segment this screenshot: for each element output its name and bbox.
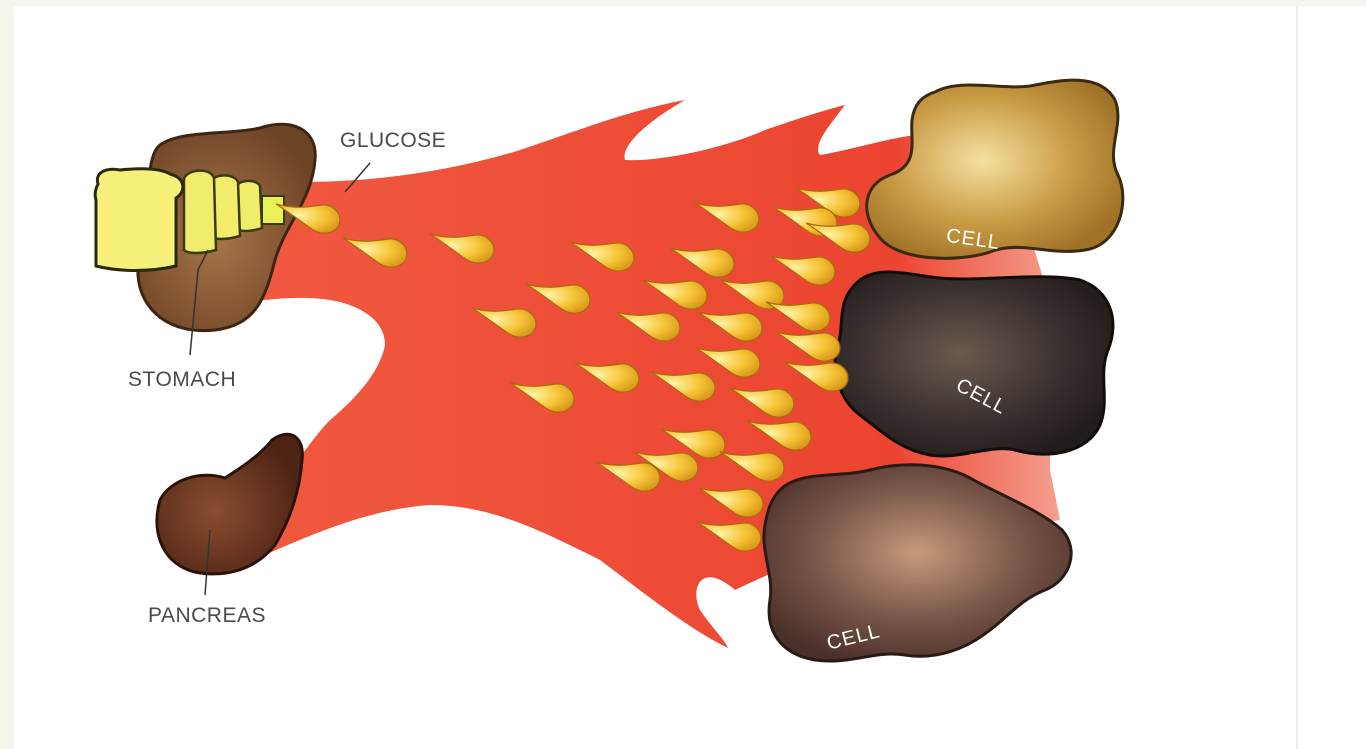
stomach-label: STOMACH — [128, 368, 236, 391]
glucose-absorption-diagram: GLUCOSE STOMACH PANCREAS CELL CELL CELL — [14, 6, 1366, 749]
pancreas-label: PANCREAS — [148, 604, 266, 627]
glucose-label: GLUCOSE — [340, 129, 446, 152]
slide-divider — [1296, 6, 1298, 749]
slide: GLUCOSE STOMACH PANCREAS CELL CELL CELL — [14, 6, 1366, 749]
pancreas-organ — [157, 434, 302, 574]
cell-middle — [835, 272, 1113, 456]
